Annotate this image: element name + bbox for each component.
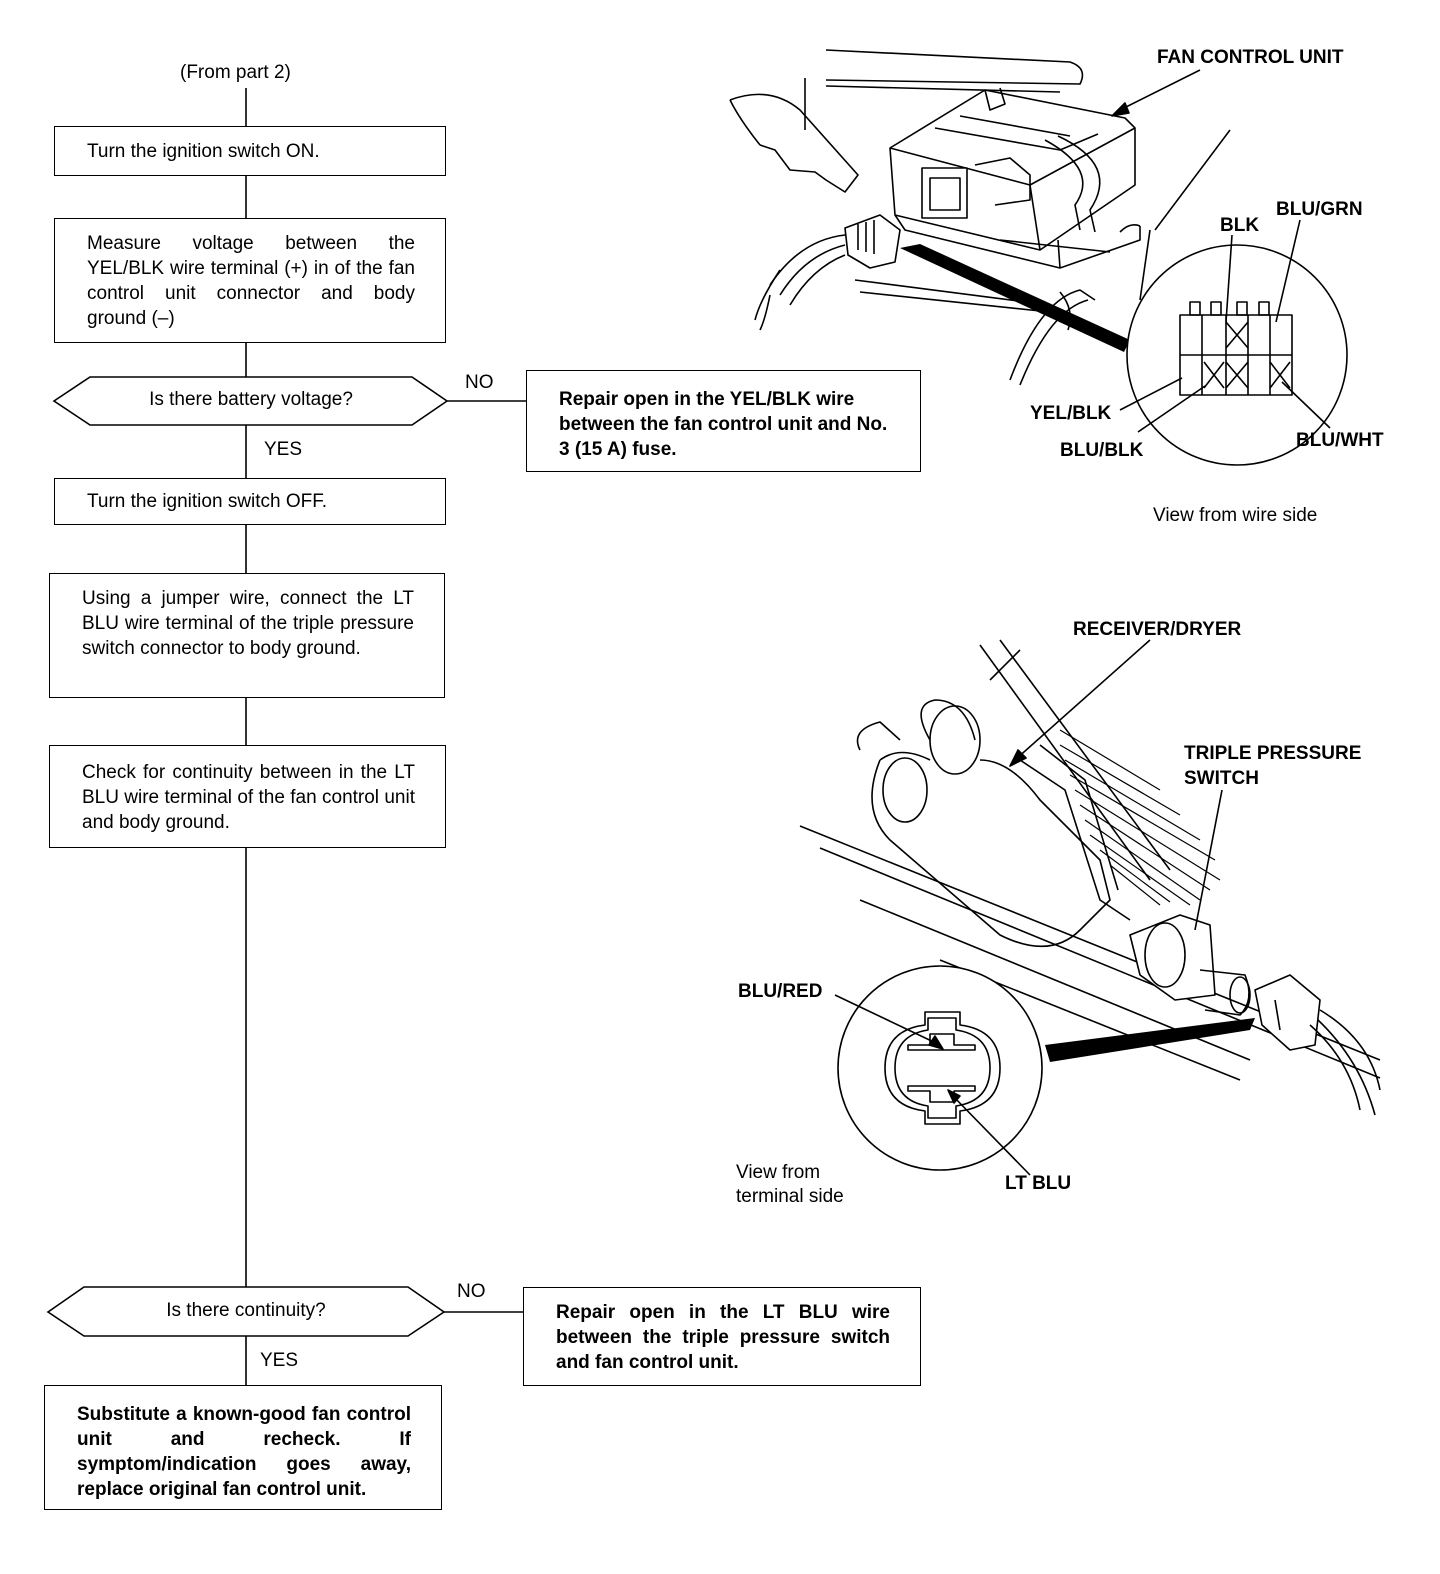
step-ignition-on: Turn the ignition switch ON.: [54, 126, 446, 176]
fan-unit-caption: View from wire side: [1153, 505, 1318, 526]
wire-label-lt-blu: LT BLU: [1005, 1173, 1072, 1194]
decision-continuity: Is there continuity?: [166, 1300, 326, 1321]
wire-label-blu-red: BLU/RED: [738, 981, 823, 1002]
fan-control-unit-label: FAN CONTROL UNIT: [1157, 47, 1344, 68]
step-measure-voltage: Measure voltage between the YEL/BLK wire…: [54, 218, 446, 343]
decision-diamond-1: [52, 376, 449, 426]
triple-pressure-switch-label-2: SWITCH: [1184, 768, 1259, 789]
wire-label-blu-blk: BLU/BLK: [1060, 440, 1144, 461]
wire-label-blu-wht: BLU/WHT: [1296, 430, 1384, 451]
step-ignition-off: Turn the ignition switch OFF.: [54, 478, 446, 525]
triple-pressure-switch-label-1: TRIPLE PRESSURE: [1184, 743, 1362, 764]
decision2-no-label: NO: [457, 1281, 486, 1302]
wire-label-blu-grn: BLU/GRN: [1276, 199, 1363, 220]
decision1-yes-label: YES: [264, 439, 303, 460]
repair-yel-blk: Repair open in the YEL/BLK wire between …: [526, 370, 921, 472]
from-part-label: (From part 2): [180, 62, 291, 83]
switch-caption-line-1: View from: [736, 1162, 821, 1183]
final-substitute-unit: Substitute a known-good fan control unit…: [44, 1385, 442, 1510]
decision1-no-label: NO: [465, 372, 494, 393]
decision2-yes-label: YES: [260, 1350, 299, 1371]
decision-diamond-2: [46, 1286, 446, 1337]
wire-label-yel-blk: YEL/BLK: [1030, 403, 1112, 424]
step-jumper-wire: Using a jumper wire, connect the LT BLU …: [49, 573, 445, 698]
decision-battery-voltage: Is there battery voltage?: [149, 389, 353, 410]
wire-label-blk: BLK: [1220, 215, 1260, 236]
step-check-continuity: Check for continuity between in the LT B…: [49, 745, 446, 848]
repair-lt-blu: Repair open in the LT BLU wire between t…: [523, 1287, 921, 1386]
switch-caption-line-2: terminal side: [736, 1186, 844, 1207]
receiver-dryer-label: RECEIVER/DRYER: [1073, 619, 1242, 640]
